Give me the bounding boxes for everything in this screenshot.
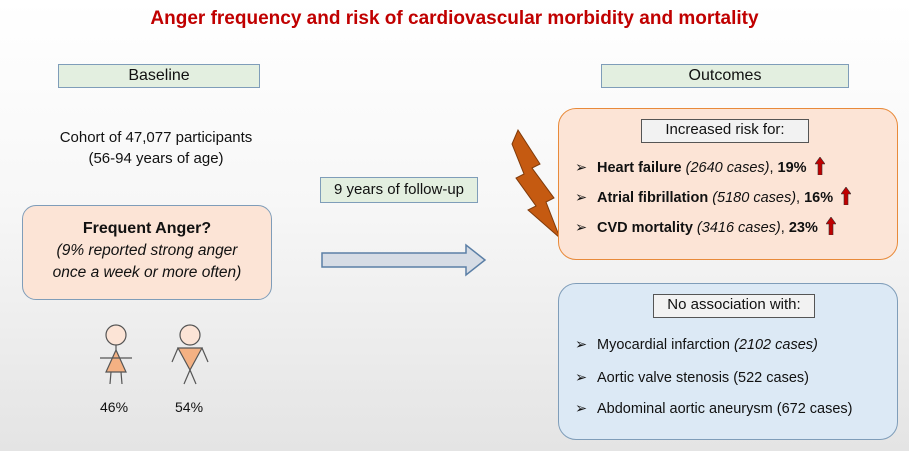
outcome-cases: (3416 cases)	[696, 220, 781, 236]
increased-risk-header: Increased risk for:	[641, 119, 809, 143]
baseline-label: Baseline	[58, 64, 260, 88]
outcome-cases: (522 cases)	[733, 370, 809, 386]
separator: ,	[780, 220, 789, 236]
separator: ,	[769, 160, 778, 176]
frequent-anger-box: Frequent Anger? (9% reported strong ange…	[22, 205, 272, 300]
outcome-cases: (2640 cases)	[685, 160, 770, 176]
lightning-bolt-icon	[511, 128, 561, 239]
outcome-name: Myocardial infarction	[597, 337, 730, 353]
outcome-cases: (672 cases)	[776, 401, 853, 417]
right-arrow-icon	[321, 243, 487, 277]
female-percentage: 46%	[100, 399, 129, 415]
outcome-name: Aortic valve stenosis	[597, 370, 730, 386]
page-title: Anger frequency and risk of cardiovascul…	[150, 8, 759, 29]
risk-percent: 23%	[788, 220, 818, 236]
anger-note-line2: once a week or more often)	[52, 264, 242, 281]
bullet-arrow-icon: ➢	[575, 160, 588, 176]
outcome-cases: (2102 cases)	[734, 337, 818, 353]
no-assoc-item-abdominal-aortic-aneurysm: ➢ Abdominal aortic aneurysm (672 cases)	[575, 399, 853, 419]
outcome-cases: (5180 cases)	[712, 190, 797, 206]
outcome-name: Heart failure	[597, 160, 682, 176]
up-arrow-icon	[841, 187, 852, 205]
risk-percent: 19%	[777, 160, 807, 176]
outcome-name: CVD mortality	[597, 220, 693, 236]
bullet-arrow-icon: ➢	[575, 220, 588, 236]
anger-note-line1: (9% reported strong anger	[56, 242, 238, 259]
risk-item-atrial-fibrillation: ➢ Atrial fibrillation (5180 cases), 16%	[575, 187, 852, 208]
separator: ,	[796, 190, 805, 206]
risk-item-heart-failure: ➢ Heart failure (2640 cases), 19%	[575, 157, 825, 178]
bullet-arrow-icon: ➢	[575, 190, 588, 206]
female-figure-icon	[100, 324, 132, 385]
risk-item-cvd-mortality: ➢ CVD mortality (3416 cases), 23%	[575, 217, 836, 238]
up-arrow-icon	[825, 217, 836, 235]
outcome-name: Atrial fibrillation	[597, 190, 709, 206]
up-arrow-icon	[814, 157, 825, 175]
bullet-arrow-icon: ➢	[575, 401, 588, 417]
outcomes-label: Outcomes	[601, 64, 849, 88]
cohort-description: Cohort of 47,077 participants (56-94 yea…	[40, 127, 272, 169]
bullet-arrow-icon: ➢	[575, 370, 588, 386]
increased-risk-box: Increased risk for: ➢ Heart failure (2640…	[558, 108, 898, 260]
male-percentage: 54%	[175, 399, 204, 415]
risk-percent: 16%	[804, 190, 834, 206]
bullet-arrow-icon: ➢	[575, 337, 588, 353]
no-assoc-item-aortic-valve-stenosis: ➢ Aortic valve stenosis (522 cases)	[575, 368, 809, 388]
followup-label: 9 years of follow-up	[320, 177, 478, 203]
cohort-size: Cohort of 47,077 participants	[59, 129, 253, 146]
male-figure-icon	[171, 324, 209, 385]
no-assoc-item-myocardial-infarction: ➢ Myocardial infarction (2102 cases)	[575, 335, 818, 355]
no-association-header: No association with:	[653, 294, 815, 318]
cohort-age: (56-94 years of age)	[88, 150, 224, 167]
outcome-name: Abdominal aortic aneurysm	[597, 401, 773, 417]
no-association-box: No association with: ➢ Myocardial infarct…	[558, 283, 898, 440]
anger-question: Frequent Anger?	[82, 220, 212, 237]
